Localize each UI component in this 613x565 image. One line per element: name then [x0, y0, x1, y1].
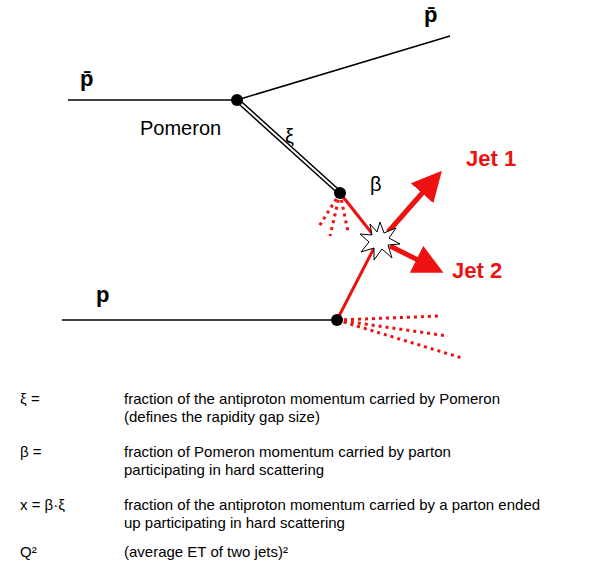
antiproton-line: [68, 99, 237, 101]
particle-label: p: [96, 282, 109, 308]
symbol-definition: β =: [20, 443, 42, 461]
pomeron-label: Pomeron: [140, 116, 221, 140]
antiproton-line: [237, 36, 450, 100]
jet-arrow: [390, 246, 430, 266]
vertex-dot: [331, 314, 343, 326]
symbol-label: ξ: [285, 124, 294, 148]
symbol-definition: x = β·ξ: [20, 496, 65, 514]
jet-label: Jet 2: [452, 258, 502, 284]
jet-label: Jet 1: [466, 146, 516, 172]
definition-text: fraction of the antiproton momentum carr…: [124, 496, 554, 532]
definition-text: (average ET of two jets)²: [124, 543, 288, 561]
pomeron-line: [237, 100, 340, 193]
remnant-dots: [318, 193, 462, 358]
vertex-dot: [231, 94, 243, 106]
symbol-definition: ξ =: [20, 390, 40, 408]
scatter-star: [360, 222, 400, 260]
particle-label: p̄: [80, 66, 93, 92]
parton-line: [337, 248, 374, 320]
pomeron-line: [237, 100, 340, 193]
definition-text: fraction of Pomeron momentum carried by …: [124, 443, 504, 479]
parton-line: [340, 193, 374, 236]
proton-line: [62, 319, 337, 321]
vertex-dot: [334, 187, 346, 199]
definition-text: fraction of the antiproton momentum carr…: [124, 390, 549, 426]
particle-label: p̄: [424, 2, 437, 28]
jet-arrow: [388, 182, 432, 232]
symbol-definition: Q²: [20, 543, 37, 561]
symbol-label: β: [370, 172, 382, 196]
